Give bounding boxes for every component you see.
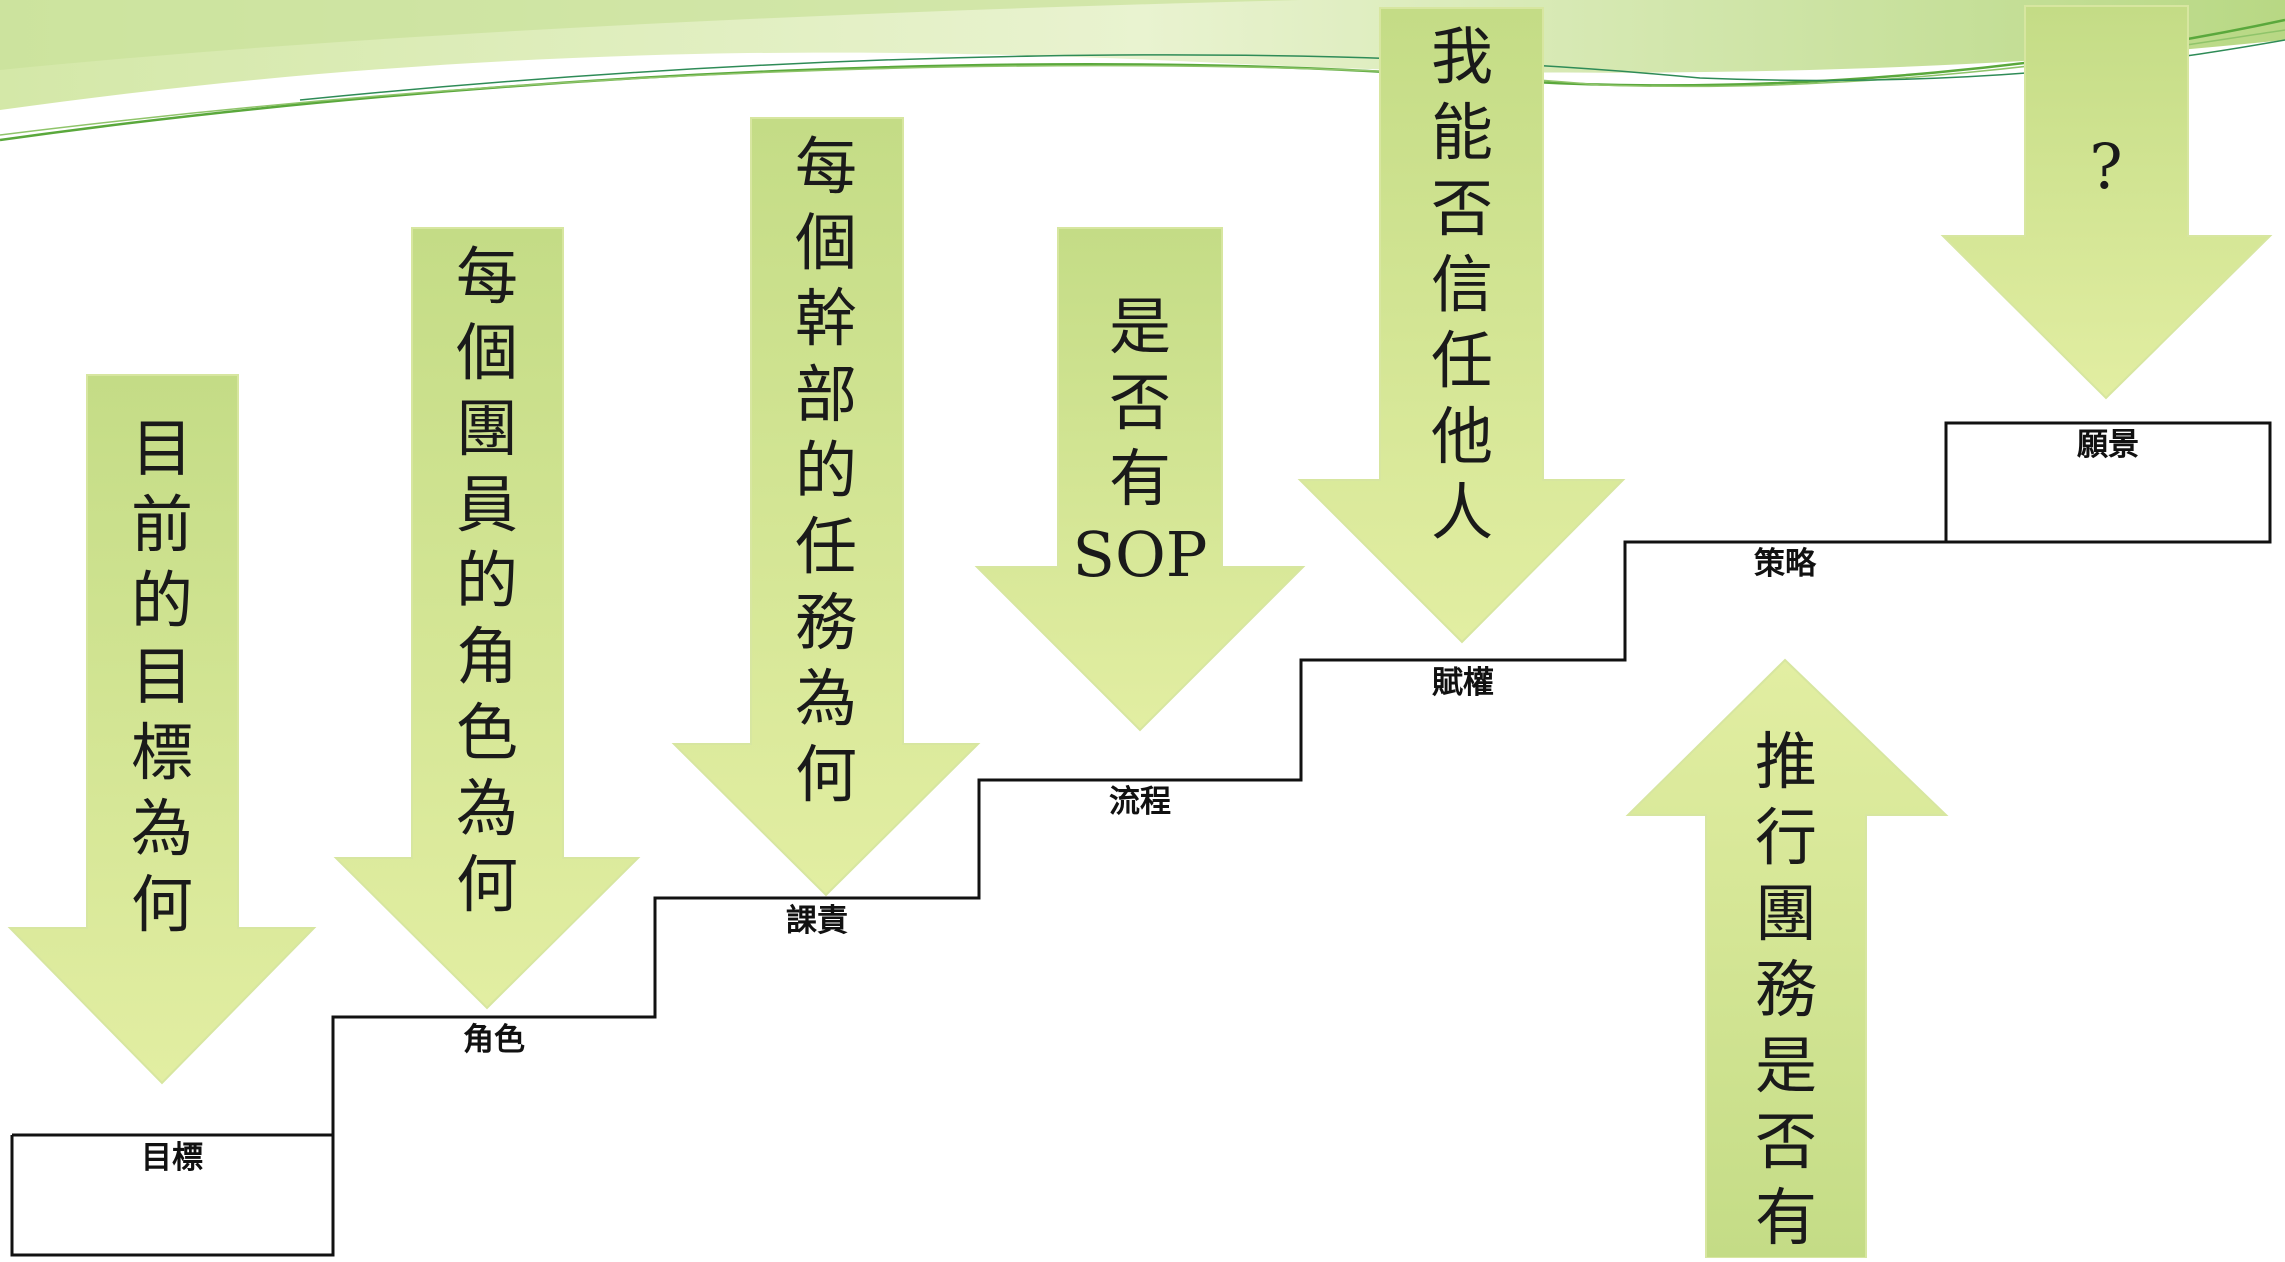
down-arrow-shape <box>7 374 317 1085</box>
down-arrow-shape <box>974 227 1306 732</box>
arrow-char: 部 <box>795 358 857 431</box>
arrow-char: 否 <box>1755 1105 1817 1178</box>
step-label-strategy: 策略 <box>1754 546 1817 582</box>
arrow-char: 角 <box>456 620 518 693</box>
step-label-process: 流程 <box>1109 784 1171 820</box>
arrow-char: 是 <box>1109 290 1171 363</box>
arrow-char: 前 <box>131 488 193 561</box>
arrow-char: 何 <box>456 848 518 921</box>
arrow-char: 的 <box>131 564 193 637</box>
arrow-char: 有 <box>1109 442 1171 515</box>
arrow-char: ? <box>2089 130 2122 203</box>
arrow-char: 團 <box>1755 877 1817 950</box>
arrow-char: 的 <box>456 544 518 617</box>
arrow-char: 每 <box>795 130 857 203</box>
down-arrow-shape <box>1940 5 2273 400</box>
arrow-char: 每 <box>456 240 518 313</box>
arrow-char: 是 <box>1755 1029 1817 1102</box>
arrow-question: ? <box>1940 5 2273 400</box>
arrow-char: 何 <box>131 868 193 941</box>
down-arrow-shape <box>671 117 981 897</box>
step-label-vision: 願景 <box>2077 427 2139 463</box>
step-label-role: 角色 <box>463 1022 525 1058</box>
arrow-char: 他 <box>1431 400 1493 473</box>
arrow-char: 任 <box>795 510 857 583</box>
step-label-target: 目標 <box>141 1140 203 1176</box>
arrow-char: 務 <box>1755 953 1817 1026</box>
arrow-char: 色 <box>456 696 518 769</box>
arrow-char: 何 <box>795 738 857 811</box>
arrow-char: 個 <box>456 316 518 389</box>
arrow-char: 目 <box>131 640 193 713</box>
arrow-char: 團 <box>456 392 518 465</box>
arrow-char: SOP <box>1072 518 1207 591</box>
arrow-char: 為 <box>456 772 518 845</box>
arrow-char: 目 <box>131 412 193 485</box>
header-wave-decoration <box>0 0 2285 142</box>
header-wave-light <box>0 0 1300 70</box>
down-arrow-shape <box>333 227 641 1010</box>
arrow-char: 員 <box>456 468 518 541</box>
arrow-char: 的 <box>795 434 857 507</box>
staircase-outline <box>10 421 2272 1257</box>
arrow-char: 有 <box>1755 1181 1817 1254</box>
down-arrow-shape <box>1297 7 1626 644</box>
arrow-char: 能 <box>1431 96 1493 169</box>
arrow-char: 個 <box>795 206 857 279</box>
arrow-char: 為 <box>131 792 193 865</box>
step-label-accountability: 課責 <box>786 903 848 939</box>
arrow-char: 否 <box>1431 172 1493 245</box>
arrow-char: 幹 <box>795 282 857 355</box>
arrow-char: 務 <box>795 586 857 659</box>
arrow-char: 否 <box>1109 366 1171 439</box>
arrow-char: 行 <box>1755 801 1817 874</box>
arrow-char: 任 <box>1431 324 1493 397</box>
arrow-char: 人 <box>1431 476 1493 549</box>
arrow-char: 信 <box>1431 248 1493 321</box>
arrow-char: 推 <box>1755 725 1817 798</box>
arrow-char: 標 <box>131 716 193 789</box>
step-label-empowerment: 賦權 <box>1432 665 1494 701</box>
arrow-char: 為 <box>795 662 857 735</box>
arrow-char: 我 <box>1431 20 1493 93</box>
